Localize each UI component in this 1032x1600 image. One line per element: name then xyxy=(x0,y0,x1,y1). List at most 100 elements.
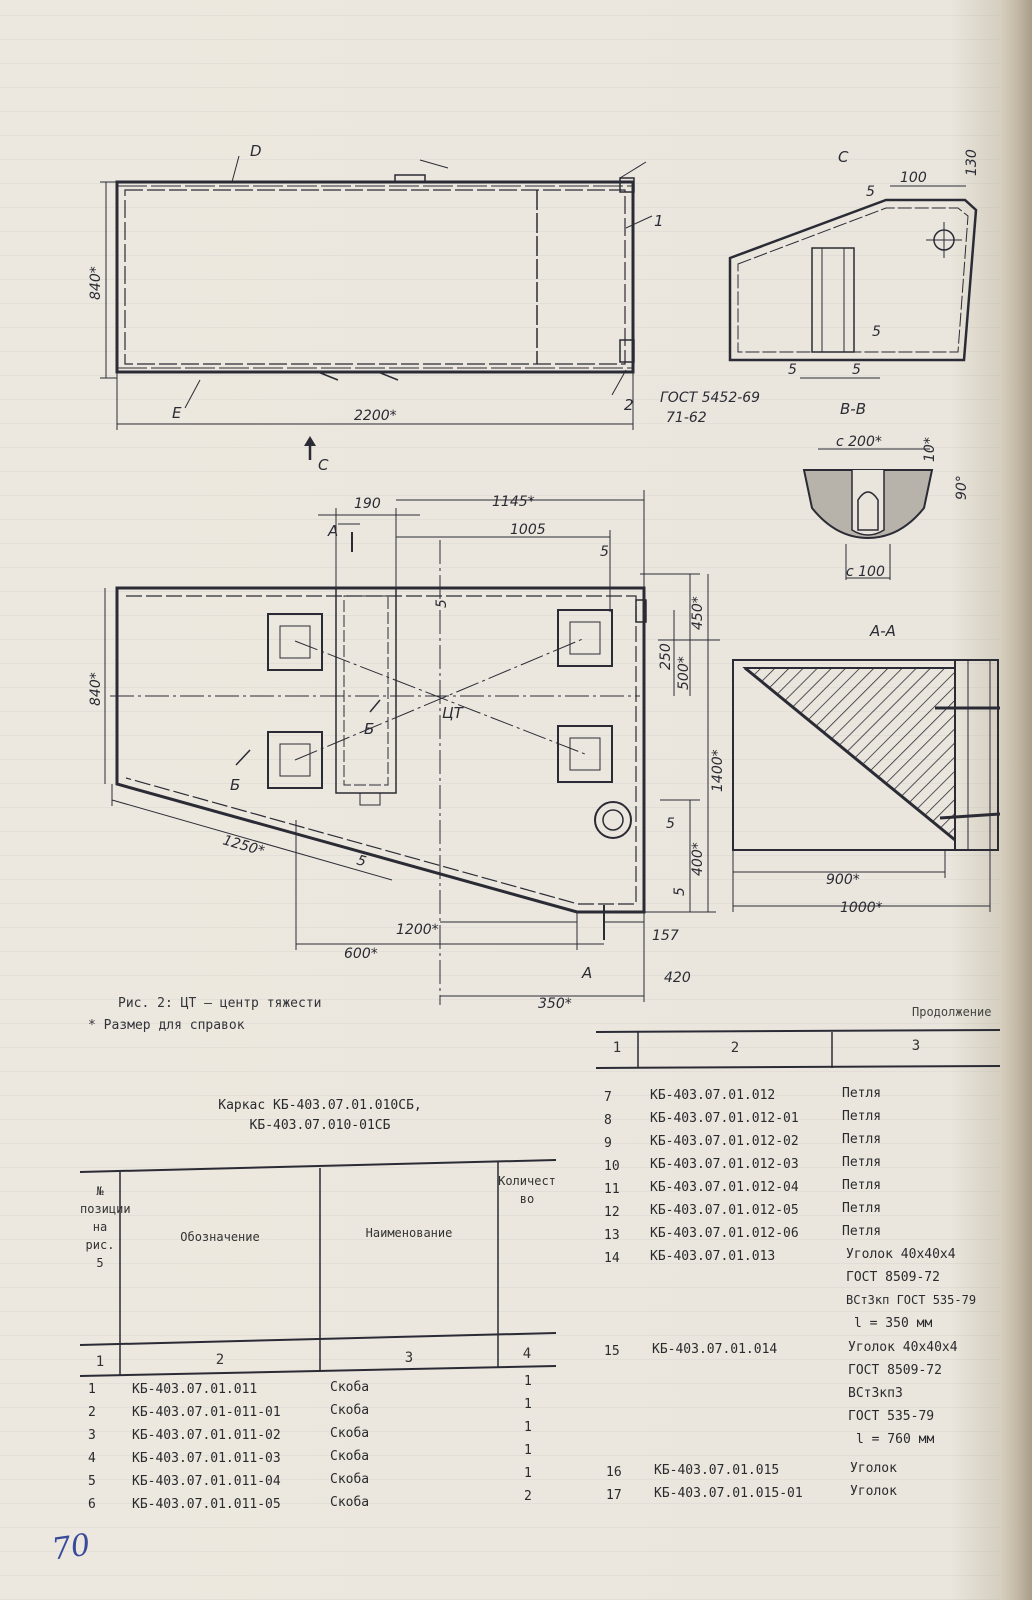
right-row-pos: 9 xyxy=(604,1136,612,1151)
right-row-pos: 15 xyxy=(604,1344,620,1359)
right-row-code: КБ-403.07.01.012-06 xyxy=(650,1226,799,1241)
right-colnum-2: 2 xyxy=(730,1040,740,1056)
right-row-code: КБ-403.07.01.012-02 xyxy=(650,1134,799,1149)
left-colnum-4: 4 xyxy=(522,1346,532,1362)
left-row-qty: 1 xyxy=(524,1466,532,1481)
dim-c-130: 130 xyxy=(964,149,980,176)
section-aa-title: А-А xyxy=(869,622,896,640)
label-ct: ЦТ xyxy=(442,704,465,722)
left-row-code: КБ-403.07.01.011 xyxy=(132,1382,258,1397)
left-row-qty: 1 xyxy=(524,1443,532,1458)
plan-view-frame xyxy=(104,436,720,1005)
dim-840: 840* xyxy=(88,672,104,706)
left-table-title-line1: Каркас КБ-403.07.01.010СБ, xyxy=(218,1098,422,1113)
left-row-qty: 1 xyxy=(524,1374,532,1389)
figure-caption: Рис. 2: ЦТ – центр тяжести xyxy=(118,996,322,1011)
label-pos-1: 1 xyxy=(654,212,664,230)
left-row-pos: 2 xyxy=(88,1405,96,1420)
right-row-pos: 17 xyxy=(606,1488,622,1503)
left-row-name: Скоба xyxy=(330,1426,370,1441)
dim-5c: 5 xyxy=(666,816,675,832)
dim-bb-200: с 200* xyxy=(836,434,882,450)
right-row-name: Петля xyxy=(842,1224,882,1239)
left-row-name: Скоба xyxy=(330,1449,370,1464)
label-b-right: Б xyxy=(364,720,374,738)
section-c-title: С xyxy=(838,148,849,166)
right-row-name: Петля xyxy=(842,1086,882,1101)
dim-1400: 1400* xyxy=(710,749,726,792)
dim-420: 420 xyxy=(664,970,691,986)
dim-500: 500* xyxy=(676,656,692,690)
right-row-code: КБ-403.07.01.012-01 xyxy=(650,1111,799,1126)
dim-c-5d: 5 xyxy=(852,362,861,378)
arrow-c-label: С xyxy=(318,456,329,474)
right-colnum-1: 1 xyxy=(612,1040,622,1056)
right-row-name: Петля xyxy=(842,1178,882,1193)
left-table-title-line2: КБ-403.07.010-01СБ xyxy=(249,1118,391,1133)
right-row-name-line: ГОСТ 8509-72 xyxy=(848,1363,942,1378)
right-row-code: КБ-403.07.01.012-05 xyxy=(650,1203,799,1218)
left-row-name: Скоба xyxy=(330,1380,370,1395)
label-d: D xyxy=(250,142,262,160)
right-row-name-line: ГОСТ 535-79 xyxy=(848,1409,935,1424)
dim-5b: 5 xyxy=(434,599,450,608)
dim-bb-100: с 100 xyxy=(846,564,885,580)
dim-5a: 5 xyxy=(600,544,609,560)
section-aa-drawing xyxy=(732,659,1000,912)
section-bb-title: В-В xyxy=(840,400,866,418)
left-row-qty: 1 xyxy=(524,1420,532,1435)
left-row-name: Скоба xyxy=(330,1495,370,1510)
dim-190: 190 xyxy=(354,496,381,512)
left-row-code: КБ-403.07.01-011-01 xyxy=(132,1405,281,1420)
dim-1250: 1250* xyxy=(221,832,266,859)
left-row-pos: 5 xyxy=(88,1474,96,1489)
left-row-code: КБ-403.07.01.011-03 xyxy=(132,1451,281,1466)
dim-250: 250 xyxy=(658,643,674,670)
right-row-code: КБ-403.07.01.012-03 xyxy=(650,1157,799,1172)
right-row-pos: 7 xyxy=(604,1090,612,1105)
label-a-top: А xyxy=(327,522,338,540)
dim-aa-900: 900* xyxy=(826,872,860,888)
left-row-name: Скоба xyxy=(330,1472,370,1487)
left-header-position: № позиции на рис. 5 xyxy=(80,1184,131,1270)
right-row-name: Петля xyxy=(842,1201,882,1216)
left-row-code: КБ-403.07.01.011-05 xyxy=(132,1497,281,1512)
left-row-qty: 2 xyxy=(524,1489,532,1504)
right-row-pos: 13 xyxy=(604,1228,620,1243)
dim-400: 400* xyxy=(690,842,706,876)
right-row-code: КБ-403.07.01.015-01 xyxy=(654,1486,803,1501)
dim-5d: 5 xyxy=(672,887,688,896)
right-row-name: Петля xyxy=(842,1132,882,1147)
dim-aa-1000: 1000* xyxy=(840,900,883,916)
left-colnum-3: 3 xyxy=(404,1350,414,1366)
left-header-designation: Обозначение xyxy=(180,1230,260,1244)
left-row-code: КБ-403.07.01.011-04 xyxy=(132,1474,281,1489)
right-row-code: КБ-403.07.01.015 xyxy=(654,1463,780,1478)
right-row-name: Уголок xyxy=(850,1461,897,1476)
right-row-code: КБ-403.07.01.012-04 xyxy=(650,1180,799,1195)
right-row-name-line: l = 350 мм xyxy=(854,1316,933,1331)
left-colnum-2: 2 xyxy=(215,1352,225,1368)
dim-157: 157 xyxy=(652,928,679,944)
section-bb-drawing xyxy=(802,448,934,580)
label-e: E xyxy=(172,404,182,422)
dim-c-5c: 5 xyxy=(788,362,797,378)
left-row-qty: 1 xyxy=(524,1397,532,1412)
left-row-pos: 1 xyxy=(88,1382,96,1397)
right-colnum-3: 3 xyxy=(911,1038,921,1054)
left-row-code: КБ-403.07.01.011-02 xyxy=(132,1428,281,1443)
left-row-name: Скоба xyxy=(330,1403,370,1418)
dim-600: 600* xyxy=(344,946,378,962)
right-row-name: Уголок xyxy=(850,1484,897,1499)
dim-c-5a: 5 xyxy=(866,184,875,200)
page-binding-edge xyxy=(1000,0,1032,1600)
right-row-name: Петля xyxy=(842,1155,882,1170)
label-gost-2: 71-62 xyxy=(666,410,707,426)
label-a-bottom: А xyxy=(581,964,592,982)
drawing-labels: D E 1 2 ГОСТ 5452-69 71-62 840* 2200* С … xyxy=(88,142,980,1010)
right-row-name-line: ВСт3кп3 xyxy=(848,1386,903,1401)
dim-top-840: 840* xyxy=(88,266,104,300)
right-row-code: КБ-403.07.01.012 xyxy=(650,1088,776,1103)
right-row-code: КБ-403.07.01.014 xyxy=(652,1342,778,1357)
right-row-name-line: l = 760 мм xyxy=(856,1432,935,1447)
